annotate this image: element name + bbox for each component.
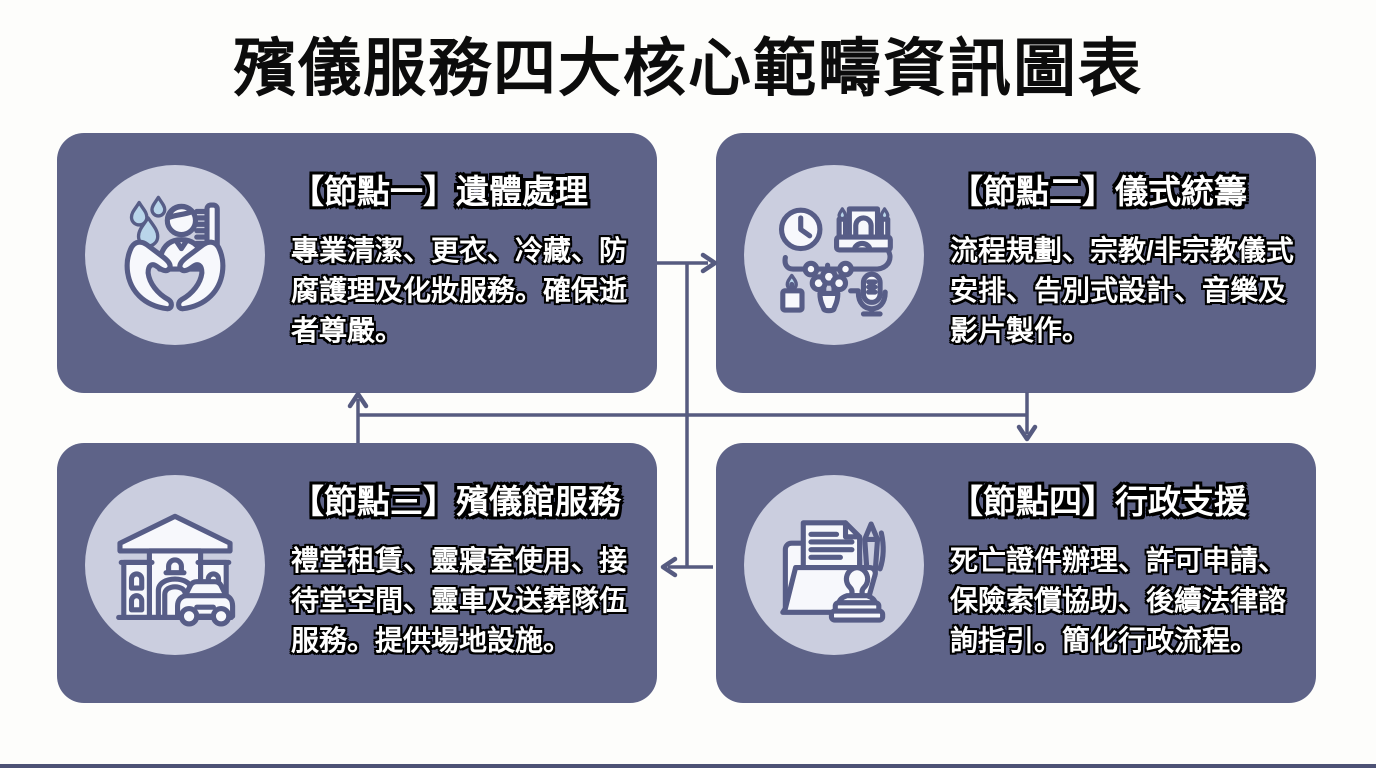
card-node-3: 【節點三】殯儀館服務 禮堂租賃、靈寢室使用、接待堂空間、靈車及送葬隊伍服務。提供…: [57, 443, 657, 703]
arrowhead-right-icon: [700, 252, 718, 274]
node-3-description: 禮堂租賃、靈寢室使用、接待堂空間、靈車及送葬隊伍服務。提供場地設施。: [291, 544, 628, 656]
arrowhead-left-icon: [660, 556, 678, 578]
bottom-edge-bar: [0, 764, 1376, 768]
funeral-home-building-icon: [116, 513, 236, 627]
arrowhead-down-icon: [1016, 424, 1038, 442]
node-1-heading: 【節點一】遺體處理: [291, 173, 588, 210]
node-3-heading: 【節點三】殯儀館服務: [291, 483, 621, 520]
arrow-junction-to-node3: [668, 263, 713, 569]
icon-circle-node-2: [744, 165, 924, 345]
card-node-1: 【節點一】遺體處理 專業清潔、更衣、冷藏、防腐護理及化妝服務。確保逝者尊嚴。: [57, 133, 657, 393]
card-node-4: 【節點四】行政支援 死亡證件辦理、許可申請、保險索償協助、後續法律諮詢指引。簡化…: [716, 443, 1316, 703]
node-4-heading: 【節點四】行政支援: [950, 483, 1247, 520]
page-title: 殯儀服務四大核心範疇資訊圖表: [233, 34, 1143, 104]
ceremony-planning-icon: [778, 206, 893, 317]
node-4-description: 死亡證件辦理、許可申請、保險索償協助、後續法律諮詢指引。簡化行政流程。: [950, 544, 1287, 656]
icon-circle-node-3: [85, 475, 265, 655]
arrowhead-up-icon: [347, 391, 369, 409]
node-2-description: 流程規劃、宗教/非宗教儀式安排、告別式設計、音樂及影片製作。: [950, 234, 1294, 346]
washing-hands-care-icon: [124, 195, 226, 312]
documents-stamp-icon: [780, 520, 886, 623]
icon-circle-node-4: [744, 475, 924, 655]
node-1-description: 專業清潔、更衣、冷藏、防腐護理及化妝服務。確保逝者尊嚴。: [291, 234, 628, 346]
card-node-2: 【節點二】儀式統籌 流程規劃、宗教/非宗教儀式安排、告別式設計、音樂及影片製作。: [716, 133, 1316, 393]
node-2-heading: 【節點二】儀式統籌: [950, 173, 1247, 210]
icon-circle-node-1: [85, 165, 265, 345]
